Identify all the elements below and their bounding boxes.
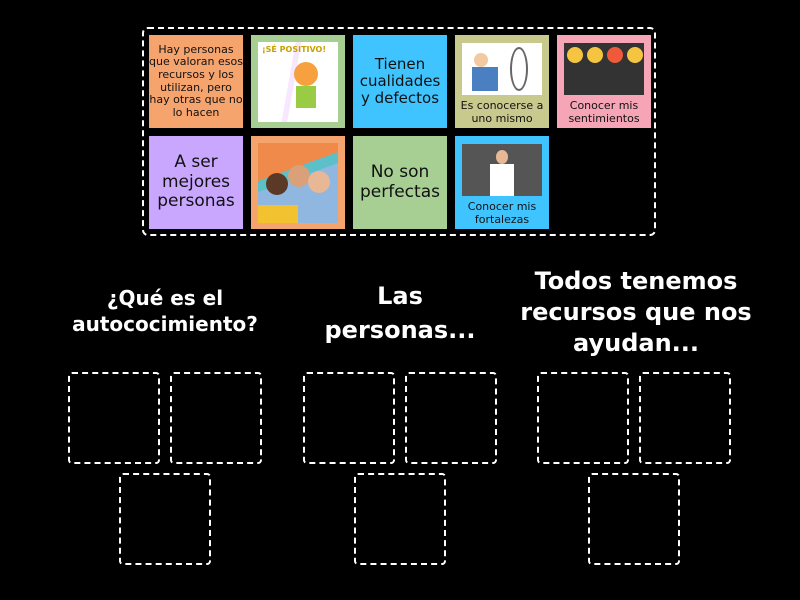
drop-zone-group-3[interactable] bbox=[537, 372, 629, 464]
answer-tile[interactable]: A ser mejores personas bbox=[149, 136, 243, 229]
tile-text: No son perfectas bbox=[360, 161, 440, 202]
answer-tile[interactable]: No son perfectas bbox=[353, 136, 447, 229]
drop-zone-group-3[interactable] bbox=[588, 473, 680, 565]
man-looking-in-mirror-image bbox=[462, 42, 542, 95]
image-text: ¡SÉ POSITIVO! bbox=[262, 44, 326, 54]
drop-zone-group-2[interactable] bbox=[303, 372, 395, 464]
tile-caption: Es conocerse a uno mismo bbox=[460, 98, 544, 125]
tile-caption: Conocer mis fortalezas bbox=[467, 199, 537, 226]
answer-tile[interactable] bbox=[251, 136, 345, 229]
group-title-3: Todos tenemos recursos que nos ayudan... bbox=[520, 267, 752, 358]
drop-zone-group-2[interactable] bbox=[354, 473, 446, 565]
drop-zone-group-2[interactable] bbox=[405, 372, 497, 464]
tile-caption: Conocer mis sentimientos bbox=[568, 98, 640, 125]
tile-text: A ser mejores personas bbox=[157, 152, 235, 212]
emoji-faces-people-image bbox=[564, 42, 644, 95]
actitud-positiva-cartoon-image: ¡SÉ POSITIVO! bbox=[258, 41, 338, 122]
drop-zone-group-1[interactable] bbox=[119, 473, 211, 565]
tile-text: Hay personas que valoran esos recursos y… bbox=[149, 42, 243, 119]
answer-tile[interactable]: Es conocerse a uno mismo bbox=[455, 35, 549, 128]
answer-tile[interactable]: Conocer mis fortalezas bbox=[455, 136, 549, 229]
group-title-1: ¿Qué es el autococimiento? bbox=[72, 286, 258, 336]
man-strong-arms-chalkboard-image bbox=[462, 143, 542, 196]
answer-tile[interactable]: Conocer mis sentimientos bbox=[557, 35, 651, 128]
drop-zone-group-1[interactable] bbox=[170, 372, 262, 464]
drop-zone-group-3[interactable] bbox=[639, 372, 731, 464]
smiling-friends-photo bbox=[258, 142, 338, 223]
tile-text: Tienen cualidades y defectos bbox=[359, 54, 441, 108]
drop-zone-group-1[interactable] bbox=[68, 372, 160, 464]
group-title-2: Las personas... bbox=[324, 282, 476, 344]
answer-tile[interactable]: Hay personas que valoran esos recursos y… bbox=[149, 35, 243, 128]
answer-tray bbox=[142, 27, 656, 236]
answer-tile[interactable]: ¡SÉ POSITIVO! bbox=[251, 35, 345, 128]
answer-tile[interactable]: Tienen cualidades y defectos bbox=[353, 35, 447, 128]
